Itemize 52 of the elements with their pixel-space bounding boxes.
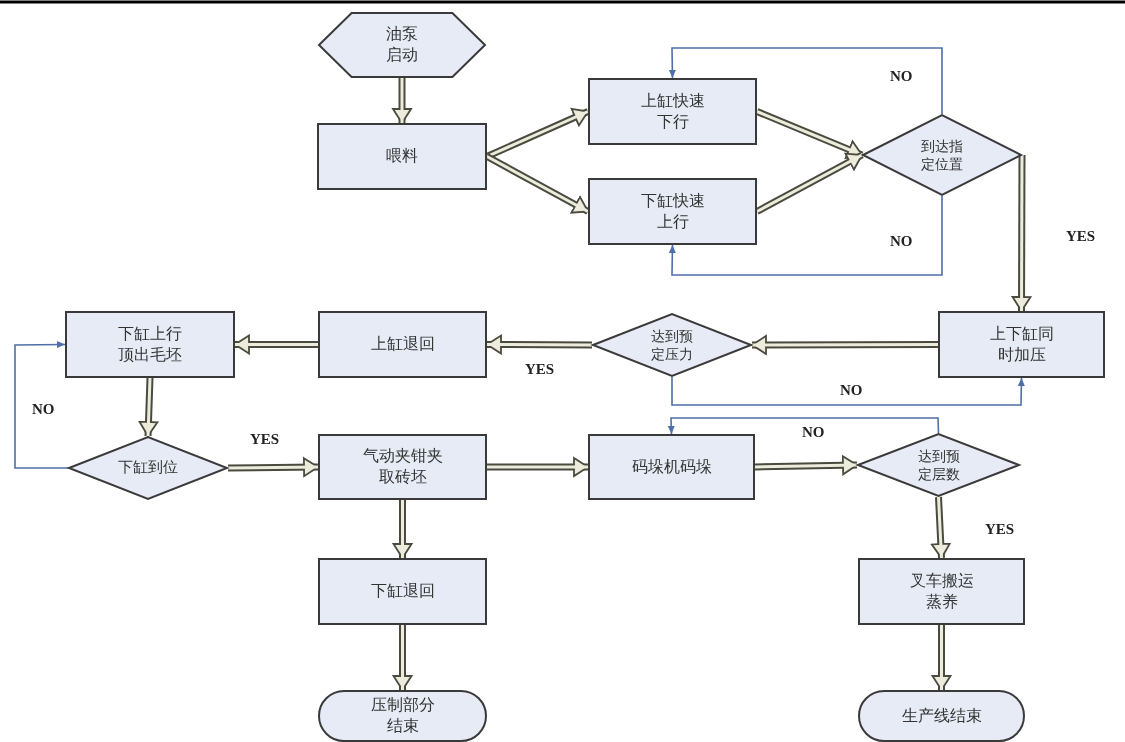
feedback-arrow [668,195,943,276]
flow-arrow [751,335,938,355]
flow-arrow [392,78,412,124]
flow-arrow [754,455,858,476]
node-text: 到达指定位置 [920,136,964,174]
node-text: 压制部分结束 [370,695,435,737]
node-text: 上缸退回 [370,334,435,355]
decision-diamond [68,436,228,500]
process-box [588,434,755,500]
process-box [938,311,1105,378]
process-box [317,123,487,190]
process-box [588,178,757,245]
process-box [858,558,1025,625]
node-text: 达到预定压力 [650,326,694,364]
process-box [65,311,235,378]
flow-arrow [392,500,413,559]
process-box [318,311,487,378]
node-text: 喂料 [385,146,419,167]
flow-arrow [931,625,952,691]
flow-arrow [227,457,319,478]
node-text: 码垛机码垛 [631,456,712,478]
node-text: 下缸退回 [370,581,435,602]
decision-diamond [862,114,1022,196]
node-text: 叉车搬运蒸养 [909,570,974,613]
feedback-arrow [671,376,1025,406]
process-box [318,434,487,500]
start-hexagon [318,12,486,78]
feedback-arrow [668,47,943,115]
flow-arrow [1011,155,1032,312]
flow-arrow [486,334,592,355]
node-text: 气动夹钳夹取砖坯 [362,446,443,488]
node-text: 下缸上行顶出毛坯 [117,323,183,366]
flow-arrow [138,377,159,437]
node-text: 达到预定层数 [917,446,960,484]
flow-arrow [930,496,951,559]
node-text: 下缸快速上行 [640,190,705,233]
process-box [318,558,487,625]
node-text: 下缸到位 [117,458,179,478]
feedback-arrow [667,417,940,435]
end-terminator [858,690,1025,742]
decision-diamond [592,313,752,377]
node-text: 上下缸同时加压 [989,323,1054,366]
feedback-arrow [14,341,69,469]
process-box [588,78,757,145]
node-text: 上缸快速下行 [640,90,705,133]
end-terminator [318,690,487,742]
flow-arrow [487,457,589,477]
node-text: 生产线结束 [901,705,982,727]
decision-diamond [857,433,1020,497]
flow-arrow [392,625,413,691]
node-text: 油泵启动 [385,24,419,66]
flow-arrow [234,334,318,355]
